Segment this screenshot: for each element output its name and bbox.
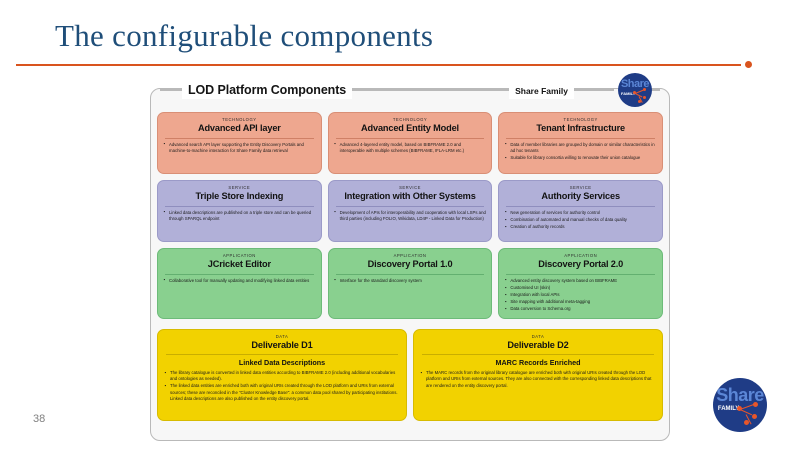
card-divider xyxy=(165,273,314,275)
card-bullet: Customised UI (skin) xyxy=(504,284,657,292)
card-bullet: Advanced search API layer supporting the… xyxy=(163,141,316,155)
card-divider xyxy=(335,205,485,207)
card-bullet: Integration with local APIs xyxy=(504,292,657,299)
card-bullets: Collaborative tool for manually updating… xyxy=(163,277,316,285)
card-tenant-infrastructure[interactable]: TECHNOLOGY Tenant Infrastructure Data of… xyxy=(498,112,664,174)
card-kicker: TECHNOLOGY xyxy=(392,117,428,122)
logo-share-text: Share xyxy=(716,385,764,406)
card-bullet: Advanced entity discovery system based o… xyxy=(504,277,657,285)
row-data: DATA Deliverable D1 Linked Data Descript… xyxy=(157,329,663,422)
title-underline-rule xyxy=(16,64,741,66)
card-bullets: Advanced entity discovery system based o… xyxy=(504,277,657,313)
card-jcricket-editor[interactable]: APPLICATION JCricket Editor Collaborativ… xyxy=(157,248,322,320)
card-divider xyxy=(335,137,485,139)
title-rule-dot xyxy=(745,61,752,68)
card-bullet: The MARC records from the original libra… xyxy=(420,370,656,389)
share-family-logo-corner-icon: Share FAMILY xyxy=(713,378,767,432)
card-divider xyxy=(166,353,398,355)
card-title: Advanced Entity Model xyxy=(361,123,459,134)
card-bullets: Data of member libraries are grouped by … xyxy=(504,141,657,162)
logo-node xyxy=(753,402,758,407)
card-divider xyxy=(506,137,656,139)
card-kicker: SERVICE xyxy=(399,185,421,190)
card-divider xyxy=(506,273,656,275)
slide-number: 38 xyxy=(33,413,46,425)
card-subtitle: MARC Records Enriched xyxy=(495,357,581,367)
card-title: Integration with Other Systems xyxy=(344,191,476,202)
card-bullet: Development of APIs for interoperability… xyxy=(334,209,487,223)
card-bullets: The MARC records from the original libra… xyxy=(420,370,656,389)
card-title: Deliverable D1 xyxy=(251,340,313,351)
card-authority-services[interactable]: SERVICE Authority Services New generatio… xyxy=(498,180,664,242)
card-kicker: TECHNOLOGY xyxy=(563,117,598,122)
card-deliverable-d1[interactable]: DATA Deliverable D1 Linked Data Descript… xyxy=(157,329,407,422)
card-bullet: Interface for the standard discovery sys… xyxy=(334,277,487,285)
card-integration-with-other-systems[interactable]: SERVICE Integration with Other Systems D… xyxy=(327,180,493,242)
card-advanced-entity-model[interactable]: TECHNOLOGY Advanced Entity Model Advance… xyxy=(327,112,493,174)
card-title: Discovery Portal 1.0 xyxy=(367,259,453,270)
card-bullet: The linked data entities are enriched bo… xyxy=(164,383,400,402)
card-kicker: SERVICE xyxy=(569,185,592,190)
page-title: The configurable components xyxy=(55,18,434,53)
card-kicker: DATA xyxy=(531,334,545,340)
component-grid: TECHNOLOGY Advanced API layer Advanced s… xyxy=(157,112,664,422)
card-kicker: APPLICATION xyxy=(564,253,598,258)
row-service: SERVICE Triple Store Indexing Linked dat… xyxy=(157,180,664,242)
card-bullet: Data conversion to Schema.org xyxy=(504,306,657,313)
card-bullet: Suitable for library consortia willing t… xyxy=(504,155,657,162)
card-bullets: New generation of services for authority… xyxy=(504,209,657,231)
card-bullet: Advanced 4-layered entity model, based o… xyxy=(334,141,487,155)
row-application: APPLICATION JCricket Editor Collaborativ… xyxy=(157,248,664,320)
card-triple-store-indexing[interactable]: SERVICE Triple Store Indexing Linked dat… xyxy=(157,180,322,242)
logo-family-text: FAMILY xyxy=(717,406,740,413)
card-divider xyxy=(165,137,314,139)
card-bullet: The library catalogue is converted in li… xyxy=(164,370,400,383)
card-bullet: Combination of automated and manual chec… xyxy=(504,216,657,224)
card-title: Discovery Portal 2.0 xyxy=(538,259,624,270)
card-kicker: SERVICE xyxy=(228,185,251,190)
card-discovery-portal-2[interactable]: APPLICATION Discovery Portal 2.0 Advance… xyxy=(498,248,664,320)
card-bullets: Advanced 4-layered entity model, based o… xyxy=(334,141,487,155)
card-bullet: Collaborative tool for manually updating… xyxy=(163,277,316,285)
card-title: JCricket Editor xyxy=(207,259,271,270)
card-kicker: TECHNOLOGY xyxy=(222,117,257,122)
row-technology: TECHNOLOGY Advanced API layer Advanced s… xyxy=(157,112,664,174)
card-title: Triple Store Indexing xyxy=(195,191,284,202)
card-divider xyxy=(422,353,654,355)
card-bullets: Interface for the standard discovery sys… xyxy=(334,277,487,285)
title-block: The configurable components xyxy=(55,18,755,54)
card-bullets: Linked data descriptions are published o… xyxy=(163,209,316,223)
card-kicker: APPLICATION xyxy=(393,253,427,258)
card-bullets: The library catalogue is converted in li… xyxy=(164,370,400,403)
card-bullet: Site mapping with additional meta-taggin… xyxy=(504,299,657,306)
logo-node xyxy=(744,420,749,425)
card-bullet: Creation of authority records xyxy=(504,224,657,231)
card-title: Advanced API layer xyxy=(197,123,281,134)
logo-node xyxy=(737,406,742,411)
card-divider xyxy=(506,205,656,207)
card-bullet: Linked data descriptions are published o… xyxy=(163,209,316,223)
card-deliverable-d2[interactable]: DATA Deliverable D2 MARC Records Enriche… xyxy=(413,329,663,422)
logo-node xyxy=(752,414,757,419)
card-bullet: Data of member libraries are grouped by … xyxy=(504,141,657,155)
card-title: Tenant Infrastructure xyxy=(536,123,625,134)
card-bullet: New generation of services for authority… xyxy=(504,209,657,217)
card-advanced-api-layer[interactable]: TECHNOLOGY Advanced API layer Advanced s… xyxy=(157,112,322,174)
card-title: Deliverable D2 xyxy=(507,340,569,351)
card-bullets: Development of APIs for interoperability… xyxy=(334,209,487,223)
card-kicker: APPLICATION xyxy=(222,253,256,258)
card-discovery-portal-1[interactable]: APPLICATION Discovery Portal 1.0 Interfa… xyxy=(327,248,493,320)
card-divider xyxy=(165,205,314,207)
card-kicker: DATA xyxy=(275,334,289,340)
card-bullets: Advanced search API layer supporting the… xyxy=(163,141,316,155)
card-subtitle: Linked Data Descriptions xyxy=(238,357,326,367)
card-divider xyxy=(335,273,485,275)
card-title: Authority Services xyxy=(541,191,620,202)
